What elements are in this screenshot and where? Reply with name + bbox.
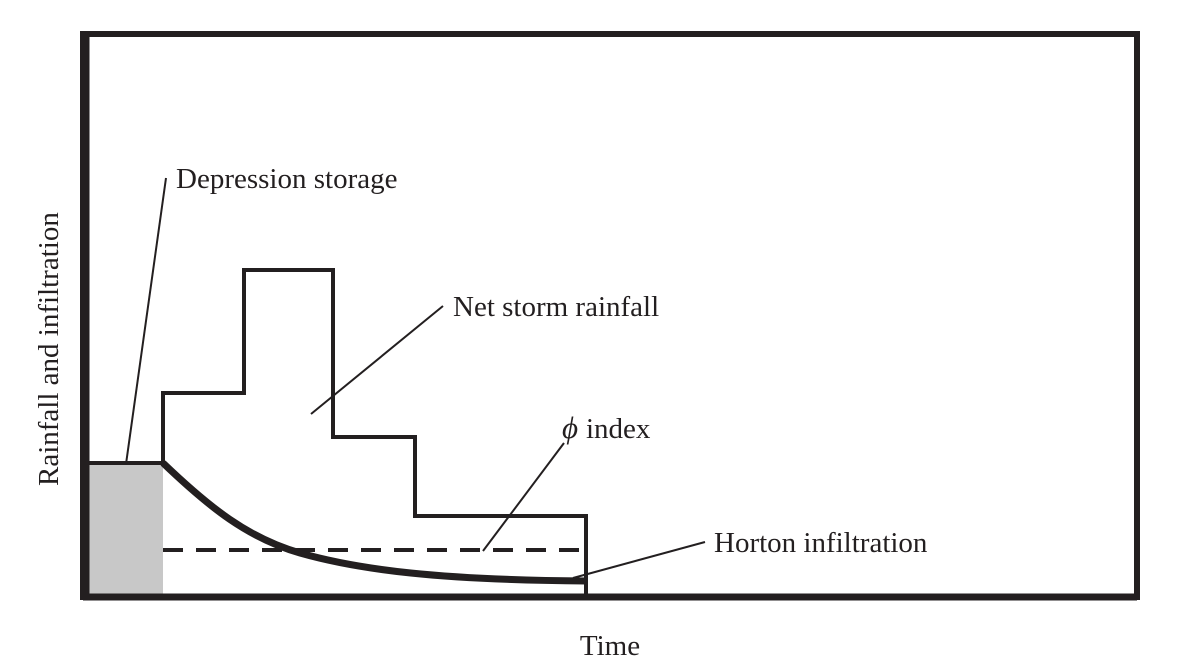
y-axis-title: Rainfall and infiltration <box>33 212 65 486</box>
leader-line-depression-storage <box>125 177 167 465</box>
x-axis-title: Time <box>580 630 640 662</box>
label-phi-index: ϕ index <box>562 410 651 445</box>
leader-line-horton-infiltration <box>572 541 706 579</box>
label-net-storm-rainfall: Net storm rainfall <box>453 291 659 323</box>
label-horton-infiltration: Horton infiltration <box>714 527 928 559</box>
horton-infiltration-curve <box>160 460 587 585</box>
storm-hyetograph-outline <box>88 268 588 597</box>
leader-line-net-storm-rainfall <box>310 305 444 415</box>
depression-storage-block <box>88 463 163 595</box>
leader-line-phi-index <box>482 442 565 552</box>
phi-index-word: index <box>586 413 651 445</box>
phi-symbol: ϕ <box>562 410 578 445</box>
label-depression-storage: Depression storage <box>176 163 397 195</box>
